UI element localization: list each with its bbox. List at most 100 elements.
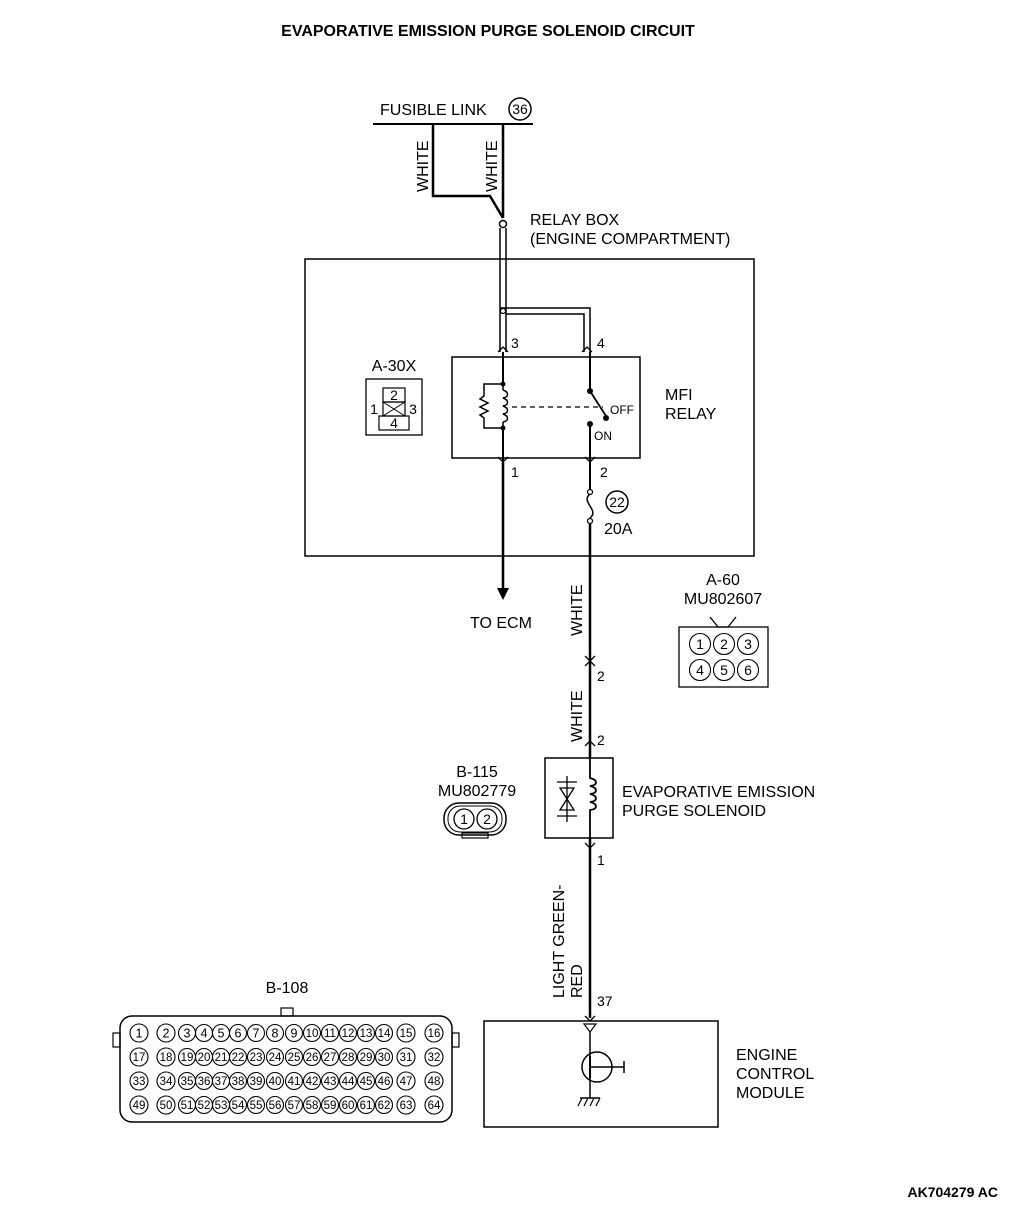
a60-pin-1-circle: [688, 632, 712, 656]
b108-pin-49-circle: [129, 1095, 149, 1115]
b108-pin-24-circle: [265, 1047, 285, 1067]
b108-pin-38-circle: [228, 1071, 248, 1091]
a60-pin-marker-top-b: [584, 660, 596, 667]
b108-pin-31: 31: [400, 1052, 413, 1064]
ground-hatch-1: [577, 1097, 583, 1107]
b108-pin-30: 30: [378, 1052, 391, 1064]
a30x-connector-icon: [365, 378, 423, 436]
ecm-label: ENGINE: [736, 1047, 797, 1064]
b108-pin-28: 28: [342, 1052, 355, 1064]
a30x-connector-name: A-30X: [372, 358, 417, 375]
diagram-title: EVAPORATIVE EMISSION PURGE SOLENOID CIRC…: [281, 23, 695, 40]
b108-pin-25-circle: [284, 1047, 304, 1067]
b108-pin-42-circle: [302, 1071, 322, 1091]
b108-pin-33: 33: [133, 1076, 146, 1088]
b108-pin-36: 36: [198, 1076, 211, 1088]
b108-pin-51: 51: [181, 1100, 194, 1112]
b108-pin-23: 23: [250, 1052, 263, 1064]
b108-pin-34-circle: [156, 1071, 176, 1091]
fusible-link-label: FUSIBLE LINK: [380, 102, 487, 119]
b115-connector-name: B-115: [456, 764, 498, 781]
b108-pin-1: 1: [136, 1027, 143, 1041]
b108-pin-54-circle: [228, 1095, 248, 1115]
switch-blade-icon: [589, 390, 607, 417]
b108-pin-59: 59: [324, 1100, 337, 1112]
b108-pin-45-circle: [356, 1071, 376, 1091]
b115-pin-1-circle: [453, 808, 475, 830]
ground-hatch-4: [595, 1097, 601, 1107]
b108-pin-11: 11: [324, 1028, 336, 1040]
ecm-outline: [483, 1020, 719, 1128]
switch-on-label: ON: [594, 429, 612, 443]
a60-pin-6-circle: [736, 658, 760, 682]
b108-pin-6-circle: [228, 1023, 248, 1043]
b108-pin-38: 38: [232, 1076, 245, 1088]
b108-pin-44-circle: [338, 1071, 358, 1091]
b108-pin-47-circle: [396, 1071, 416, 1091]
b108-pin-13-circle: [356, 1023, 376, 1043]
b108-pin-11-circle: [320, 1023, 340, 1043]
b108-pin-7: 7: [253, 1027, 260, 1041]
pin4-marker: [581, 346, 593, 353]
b108-pin-23-circle: [246, 1047, 266, 1067]
b108-pin-12-circle: [338, 1023, 358, 1043]
b108-pin-50: 50: [160, 1100, 173, 1112]
b108-pin-15: 15: [400, 1028, 413, 1040]
a30x-pin-1: 1: [370, 401, 378, 417]
wire-label-white-left: WHITE: [415, 140, 432, 192]
b108-pin-48-circle: [424, 1071, 444, 1091]
b108-pin-62-circle: [374, 1095, 394, 1115]
wire-pin4-inner: [506, 313, 585, 352]
b108-pin-28-circle: [338, 1047, 358, 1067]
mfi-relay-outline: [451, 356, 641, 459]
b108-pin-41-circle: [284, 1071, 304, 1091]
b108-pin-46: 46: [378, 1076, 391, 1088]
relay-coil-icon: [502, 389, 509, 423]
a60-pin-marker-bottom: [584, 740, 596, 747]
b115-pin-1: 1: [460, 811, 468, 827]
b108-pin-24: 24: [269, 1052, 282, 1064]
wire-label-lgr-1: LIGHT GREEN-: [551, 885, 568, 999]
b108-pin-27: 27: [324, 1052, 337, 1064]
b108-pin-64: 64: [428, 1100, 441, 1112]
solenoid-coil-icon: [589, 758, 597, 838]
b115-connector-icon: [443, 802, 507, 839]
b108-pin-10-circle: [302, 1023, 322, 1043]
b108-pin-7-circle: [246, 1023, 266, 1043]
fuse-terminal-top: [586, 488, 594, 496]
relay-pin-1: 1: [511, 464, 519, 480]
b108-connector-name: B-108: [266, 980, 309, 997]
b108-pin-55-circle: [246, 1095, 266, 1115]
ground-hatch-2: [583, 1097, 589, 1107]
mfi-relay-label: MFI: [665, 387, 693, 404]
relay-box-label: RELAY BOX: [530, 212, 620, 229]
b108-pin-18: 18: [160, 1052, 173, 1064]
b108-pin-26-circle: [302, 1047, 322, 1067]
b108-pin-30-circle: [374, 1047, 394, 1067]
b108-pin-3: 3: [184, 1027, 191, 1041]
b108-pin-20: 20: [198, 1052, 211, 1064]
fusible-link-number: 36: [512, 101, 528, 117]
b108-pin-56: 56: [269, 1100, 282, 1112]
relay-box-outline: [304, 258, 755, 557]
ecm-label-3: MODULE: [736, 1085, 804, 1102]
b108-pin-29: 29: [360, 1052, 373, 1064]
b108-pin-9: 9: [291, 1027, 298, 1041]
b108-pin-41: 41: [288, 1076, 301, 1088]
fusible-link-number-circle: [508, 97, 532, 121]
b108-pin-34: 34: [160, 1076, 173, 1088]
mfi-relay-label-2: RELAY: [665, 406, 717, 423]
ecm-pin-37: 37: [597, 993, 613, 1009]
b108-pin-35: 35: [181, 1076, 194, 1088]
b108-pin-8-circle: [265, 1023, 285, 1043]
b108-pin-16: 16: [428, 1028, 441, 1040]
b108-pin-60: 60: [342, 1100, 355, 1112]
a60-connector-part: MU802607: [684, 591, 762, 608]
a60-pin-upper: 2: [597, 668, 605, 684]
pin3-marker: [497, 346, 509, 353]
b108-pin-47: 47: [400, 1076, 413, 1088]
b108-pin-4: 4: [201, 1027, 208, 1041]
b108-pin-57: 57: [288, 1100, 301, 1112]
